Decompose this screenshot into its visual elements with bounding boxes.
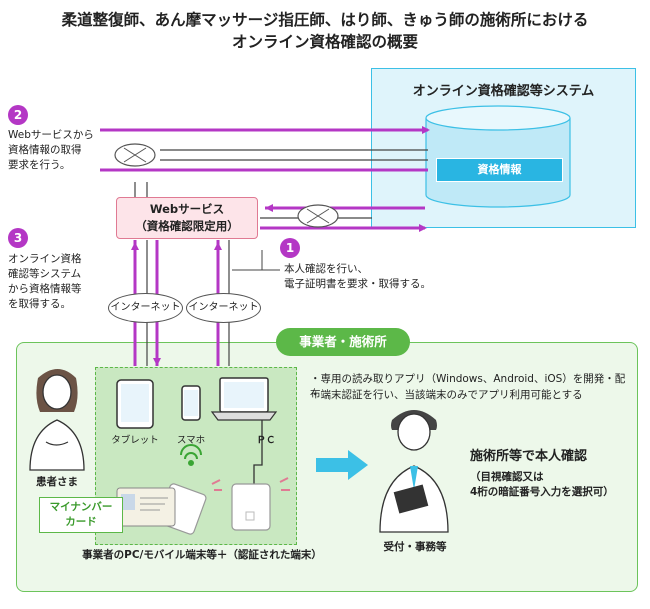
step3-badge: 3 (8, 228, 28, 248)
mynumber-card-icon (116, 487, 176, 527)
step2-badge: 2 (8, 105, 28, 125)
tablet-icon (116, 379, 154, 429)
terminal-caption: 事業者のPC/モバイル端末等＋（認証された端末） (82, 549, 322, 561)
confirm-title: 施術所等で本人確認 (470, 449, 588, 464)
phone-label: スマホ (176, 435, 206, 446)
patient-icon (29, 369, 85, 471)
step1-text: 本人確認を行い、 電子証明書を要求・取得する。 (284, 263, 431, 290)
smartphone-icon (181, 385, 201, 421)
step2-request-lines (100, 126, 430, 172)
step1-badge: 1 (280, 238, 300, 258)
laptop-icon (210, 377, 278, 421)
router-icon-right (297, 204, 339, 228)
step2-text: Webサービスから 資格情報の取得 要求を行う。 (8, 129, 94, 171)
staff-icon (379, 410, 449, 533)
internet-left: インターネット (108, 293, 183, 323)
pc-label: ＰＣ (256, 435, 276, 446)
qualification-info-label: 資格情報 (436, 158, 563, 182)
wifi-icon (180, 444, 202, 466)
online-system-title: オンライン資格確認等システム (412, 84, 595, 99)
internet-right: インターネット (186, 293, 261, 323)
web-service-subtitle: （資格確認限定用） (135, 219, 239, 233)
page-title-line2: オンライン資格確認の概要 (231, 33, 418, 51)
auth-bullet: ・端末認証を行い、当該端末のみでアプリ利用可能とする (310, 389, 583, 401)
web-system-lines (260, 204, 427, 232)
router-icon-top (114, 143, 156, 167)
card-reader-wired-icon (231, 483, 271, 531)
tablet-label: タブレット (111, 435, 159, 446)
signal-marks (211, 477, 290, 491)
staff-label: 受付・事務等 (383, 541, 447, 553)
app-bullet: ・専用の読み取りアプリ（Windows、Android、iOS）を開発・配布 (310, 373, 626, 400)
business-title: 事業者・施術所 (276, 328, 410, 356)
web-service-box: Webサービス （資格確認限定用） (116, 197, 258, 239)
web-service-title: Webサービス (149, 202, 225, 216)
mynumber-card-label: マイナンバー カード (39, 497, 123, 533)
database-icon (425, 105, 571, 208)
patient-label: 患者さま (36, 476, 78, 488)
confirm-note: （目視確認又は 4桁の暗証番号入力を選択可） (470, 471, 614, 498)
step3-text: オンライン資格 確認等システム から資格情報等 を取得する。 (8, 253, 82, 310)
right-arrow-icon (316, 450, 368, 480)
page-title-line1: 柔道整復師、あん摩マッサージ指圧師、はり師、きゅう師の施術所における (61, 11, 589, 29)
